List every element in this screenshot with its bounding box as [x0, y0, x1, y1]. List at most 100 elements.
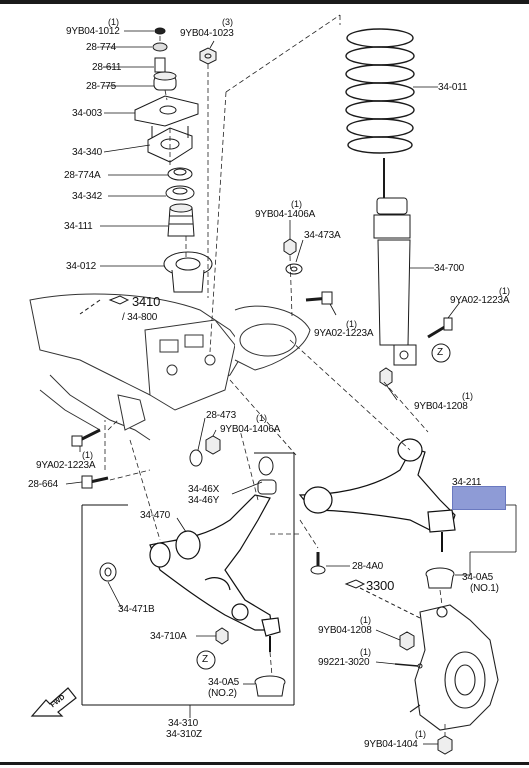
nut-9yb04-1404 — [437, 735, 453, 755]
lower-control-arm-34-300 — [149, 494, 281, 652]
label-9ya02-1223a-left: 9YA02-1223A — [36, 460, 96, 471]
label-34-800: / 34-800 — [122, 312, 158, 323]
nut-34-710a — [215, 627, 229, 645]
plate-34-003 — [134, 95, 199, 127]
bushing-28-775 — [153, 71, 177, 91]
label-28-4a0: 28-4A0 — [352, 561, 384, 572]
nut-9yb04-1012 — [154, 27, 166, 35]
z-circle-bottom — [196, 650, 216, 670]
shock-absorber-34-700 — [373, 158, 417, 366]
bottom-border — [0, 762, 529, 765]
qty-99221-3020: (1) — [360, 647, 371, 657]
z-circle-top — [431, 343, 451, 363]
label-34-46x: 34-46X — [188, 484, 220, 495]
highlight-34-211 — [452, 486, 506, 510]
label-99221-3020: 99221-3020 — [318, 657, 370, 668]
label-9yb04-1404: 9YB04-1404 — [364, 739, 418, 750]
qty-9ya02-1223a-left: (1) — [82, 450, 93, 460]
label-28-774a: 28-774A — [64, 170, 101, 181]
nut-9yb04-1406a-top — [283, 238, 297, 256]
label-9yb04-1208-lower: 9YB04-1208 — [318, 625, 372, 636]
label-34-310z: 34-310Z — [166, 729, 202, 740]
qty-9yb04-1406a-mid: (1) — [256, 413, 267, 423]
label-9yb04-1406a-top: 9YB04-1406A — [255, 209, 316, 220]
steering-knuckle — [409, 604, 499, 731]
qty-9yb04-1406a-top: (1) — [291, 199, 302, 209]
washer-34-342 — [165, 185, 195, 201]
label-34-003: 34-003 — [72, 108, 102, 119]
crossmember — [29, 293, 311, 441]
label-34-012: 34-012 — [66, 261, 96, 272]
label-28-775: 28-775 — [86, 81, 116, 92]
label-34-473a: 34-473A — [304, 230, 341, 241]
label-28-473: 28-473 — [206, 410, 236, 421]
nut-9yb04-1208-upper — [379, 367, 393, 387]
leader-lines — [65, 30, 517, 745]
label-34-0a5-no1: 34-0A5 — [462, 572, 494, 583]
bushing-34-46x — [257, 456, 277, 495]
z-label-bottom: Z — [202, 654, 208, 665]
label-34-342: 34-342 — [72, 191, 102, 202]
bolt-9ya02-1223a-left — [71, 428, 101, 447]
label-28-664: 28-664 — [28, 479, 58, 490]
lower-arm-group-box — [81, 452, 295, 706]
label-no1: (NO.1) — [470, 583, 499, 594]
nut-9yb04-1023 — [199, 47, 217, 65]
dust-boot-34-012 — [163, 251, 213, 293]
label-34-700: 34-700 — [434, 263, 464, 274]
label-28-774: 28-774 — [86, 42, 116, 53]
ball-joint-boot-34-0a5-no1 — [425, 567, 455, 589]
bumper-34-111 — [167, 203, 195, 237]
label-34-470: 34-470 — [140, 510, 170, 521]
label-28-611: 28-611 — [92, 62, 122, 73]
z-label-top: Z — [437, 347, 443, 358]
qty-9ya02-1223a-mid: (1) — [346, 319, 357, 329]
label-34-340: 34-340 — [72, 147, 102, 158]
qty-9yb04-1208-upper: (1) — [462, 391, 473, 401]
dashed-connection-lines — [104, 14, 446, 736]
qty-9ya02-1223a-right: (1) — [499, 286, 510, 296]
label-no2: (NO.2) — [208, 688, 237, 699]
label-34-011: 34-011 — [438, 82, 468, 93]
label-3410: 3410 — [132, 294, 161, 309]
label-34-111: 34-111 — [64, 221, 93, 232]
washer-28-774 — [152, 42, 168, 52]
washer-34-471b — [99, 562, 117, 582]
label-9ya02-1223a-right: 9YA02-1223A — [450, 295, 510, 306]
label-9ya02-1223a-mid: 9YA02-1223A — [314, 328, 374, 339]
label-9yb04-1012: 9YB04-1012 — [66, 26, 120, 37]
fwd-arrow-icon — [30, 687, 77, 717]
washer-28-473 — [189, 449, 203, 467]
coil-spring-34-011 — [345, 28, 415, 154]
nut-9yb04-1406a-mid — [205, 435, 221, 455]
qty-9yb04-1208-lower: (1) — [360, 615, 371, 625]
washer-34-473a — [285, 263, 303, 275]
label-34-471b: 34-471B — [118, 604, 155, 615]
collar-28-611 — [154, 57, 166, 73]
bolt-9ya02-1223a-right — [427, 317, 453, 339]
bolt-28-664 — [81, 475, 109, 489]
ball-joint-boot-34-0a5-no2 — [254, 675, 286, 697]
qty-9yb04-1023: (3) — [222, 17, 233, 27]
label-34-310: 34-310 — [168, 718, 198, 729]
upper-control-arm-34-211 — [298, 438, 456, 552]
qty-9yb04-1012: (1) — [108, 17, 119, 27]
label-34-211: 34-211 — [452, 477, 482, 488]
top-border — [0, 0, 529, 4]
label-3300: 3300 — [366, 578, 395, 593]
label-9yb04-1406a-mid: 9YB04-1406A — [220, 424, 281, 435]
label-34-0a5-no2: 34-0A5 — [208, 677, 240, 688]
qty-9yb04-1404: (1) — [415, 729, 426, 739]
nut-9yb04-1208-lower — [399, 631, 415, 651]
bolt-9ya02-1223a-mid — [305, 291, 333, 305]
bolt-28-4a0 — [310, 552, 326, 575]
label-34-46y: 34-46Y — [188, 495, 220, 506]
ref-arrow-3300 — [344, 579, 421, 619]
washer-28-774a — [167, 167, 193, 181]
cotter-pin-99221-3020 — [394, 663, 423, 669]
label-9yb04-1023: 9YB04-1023 — [180, 28, 234, 39]
label-34-710a: 34-710A — [150, 631, 187, 642]
label-9yb04-1208-upper: 9YB04-1208 — [414, 401, 468, 412]
